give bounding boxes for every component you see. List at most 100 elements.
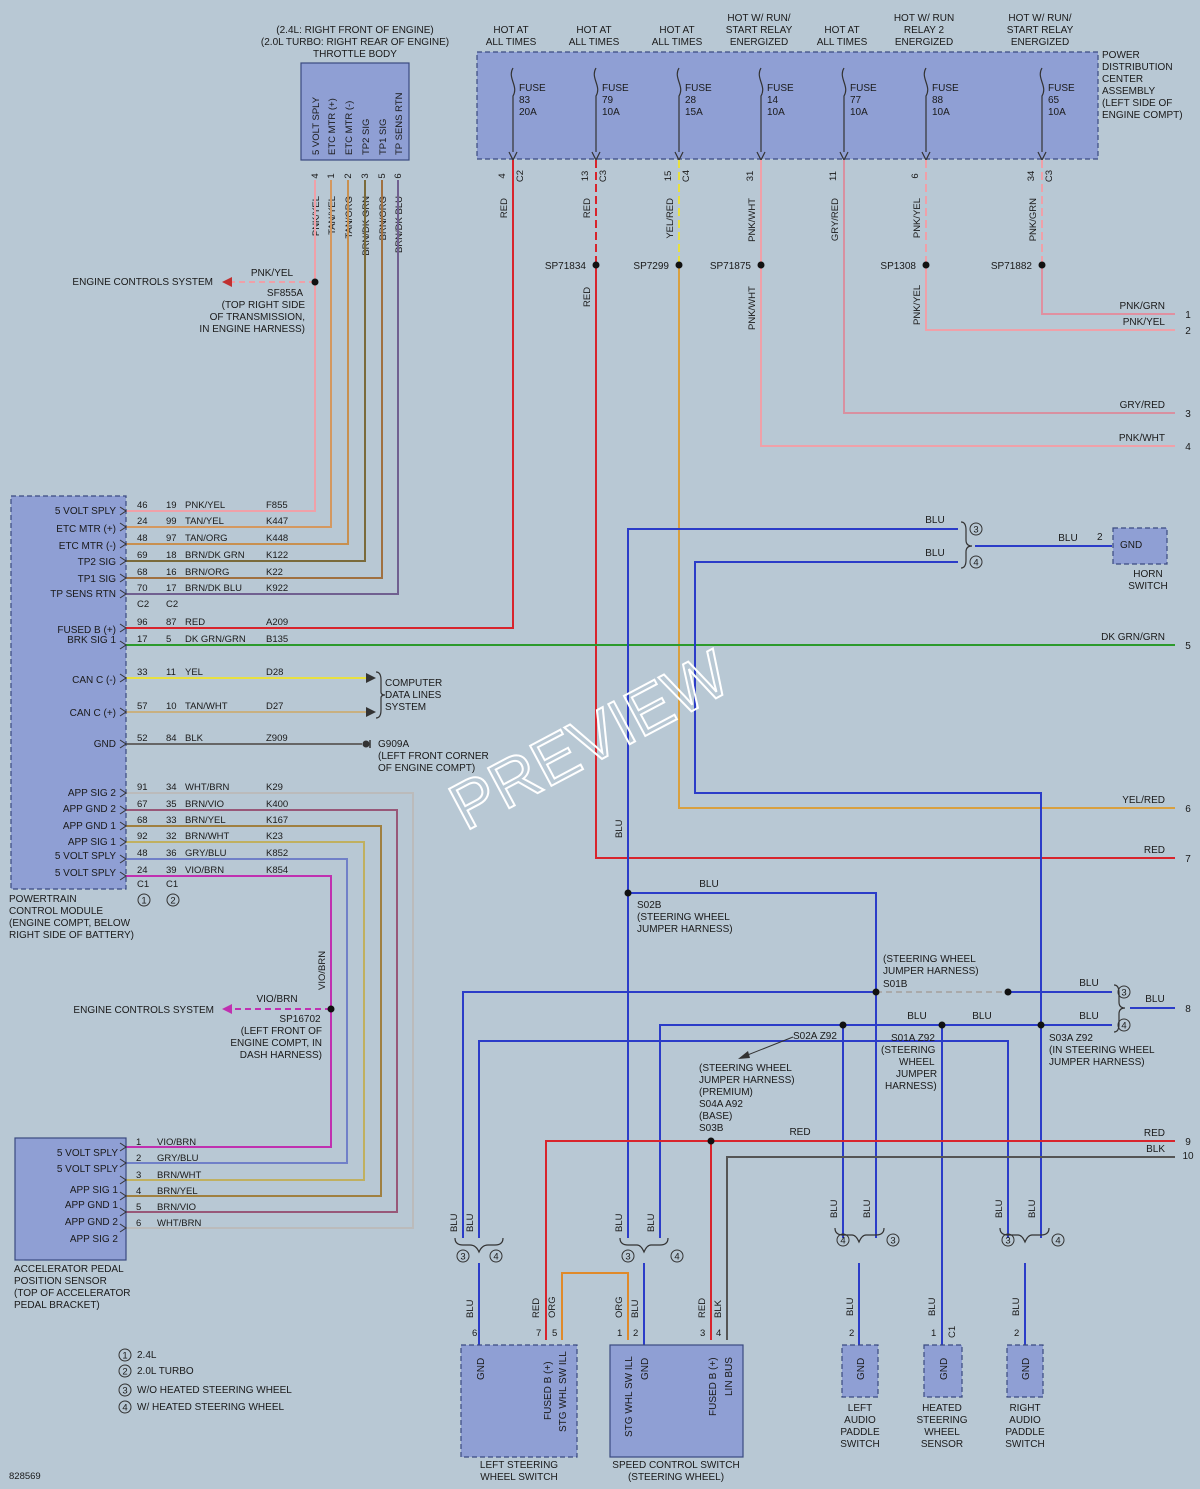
fuse-header-3: ENERGIZED <box>730 37 788 48</box>
s01a-l1: (STEERING <box>881 1045 936 1056</box>
app-pin-terminal <box>119 1191 127 1201</box>
fuse-splice: SP71875 <box>710 261 752 272</box>
splice-labels: BLU S02B (STEERING WHEEL JUMPER HARNESS)… <box>637 879 1165 1138</box>
wire-blu-s01a <box>659 1024 1112 1238</box>
s03b-l6: S03B <box>699 1123 724 1134</box>
branch-circle <box>489 1249 503 1263</box>
pcm-conn-c1b: C1 <box>166 879 178 890</box>
output-wire-label: GRY/RED <box>1120 400 1165 411</box>
pcm-pin-terminal <box>119 837 127 847</box>
wire-tan-org <box>120 180 349 545</box>
pcm-pin-label: 5 VOLT SPLY <box>55 868 116 879</box>
s01b-l1: (STEERING WHEEL <box>883 954 976 965</box>
power-distribution-center: POWER DISTRIBUTION CENTER ASSEMBLY (LEFT… <box>476 13 1183 272</box>
output-wire-label: RED <box>1144 845 1165 856</box>
app-wire: GRY/BLU <box>157 1153 199 1164</box>
horn-pin: 2 <box>1097 532 1103 543</box>
branch-circle-num: 3 <box>625 1252 630 1263</box>
fuse-header-3: ENERGIZED <box>1011 37 1069 48</box>
pcm-wire: BRN/VIO <box>185 799 224 810</box>
right-audio-paddle-switch: GND RIGHT AUDIO PADDLE SWITCH 2 BLU <box>1005 1297 1045 1450</box>
s03a-wire1: BLU <box>1079 978 1098 989</box>
pcm-pin-a: 70 <box>137 583 148 594</box>
pcm-pin-b: 5 <box>166 634 171 645</box>
pcm-wire: WHT/BRN <box>185 782 229 793</box>
fuse-symbol <box>923 67 929 152</box>
fuse-label: FUSE <box>685 83 712 94</box>
branch-wire-label: BLU <box>614 1213 625 1232</box>
throttle-pin-number: 3 <box>360 173 371 178</box>
s03b-wire: RED <box>789 1127 810 1138</box>
pcm-wire: TAN/YEL <box>185 516 224 527</box>
fuse-wire: PNK/GRN <box>1028 198 1039 241</box>
legend-number: 4 <box>122 1403 127 1414</box>
fuse-conn: C3 <box>598 170 609 182</box>
throttle-pin-label: TP2 SIG <box>361 119 372 155</box>
pcm-pin-label: TP2 SIG <box>78 557 117 568</box>
branch-circle <box>670 1249 684 1263</box>
lsw-wire-red: RED <box>531 1298 542 1318</box>
pcm-pin-label: 5 VOLT SPLY <box>55 851 116 862</box>
branch-circle-num: 4 <box>674 1252 679 1263</box>
branch-circle-num: 4 <box>1055 1236 1060 1247</box>
pcm-circuit: K22 <box>266 567 283 578</box>
app-wire: WHT/BRN <box>157 1218 201 1229</box>
pcm-pin-a: 92 <box>137 831 148 842</box>
scs-gnd: GND <box>640 1358 651 1380</box>
left-steering-wheel-switch: GND FUSED B (+) STG WHL SW ILL LEFT STEE… <box>460 1296 578 1483</box>
pcm-pin-label: BRK SIG 1 <box>67 635 116 646</box>
pcm-conn-c2a: C2 <box>137 599 149 610</box>
pcm-circuit: D28 <box>266 667 283 678</box>
pcm-pin-label: ETC MTR (-) <box>59 541 116 552</box>
scs-lin: LIN BUS <box>724 1357 735 1396</box>
throttle-pin-label: TP SENS RTN <box>394 92 405 155</box>
fuse-header-2: RELAY 2 <box>904 25 945 36</box>
lbl-red-low: RED <box>582 287 593 307</box>
fuse-splice: SP71834 <box>545 261 587 272</box>
throttle-pin-label: ETC MTR (-) <box>344 101 355 155</box>
wire-brn-dk-grn <box>120 180 366 562</box>
doc-number: 828569 <box>9 1471 41 1482</box>
pcm-circle-1: 1 <box>141 896 146 907</box>
fuse-pin: 15 <box>663 171 674 182</box>
wire-pnk-yel <box>120 180 316 512</box>
pcm-pin-label: CAN C (+) <box>70 708 116 719</box>
fuse-label: FUSE <box>1048 83 1075 94</box>
s02b-l1: (STEERING WHEEL <box>637 912 730 923</box>
leader-arrow <box>738 1051 750 1059</box>
fuse-label: FUSE <box>932 83 959 94</box>
pcm-wire: YEL <box>185 667 203 678</box>
pcm-pin-b: 87 <box>166 617 177 628</box>
app-sensor-box <box>14 1137 127 1261</box>
pcm-pin-b: 35 <box>166 799 177 810</box>
hsw-l1: HEATED <box>922 1403 962 1414</box>
fuse-header-1: HOT AT <box>659 25 694 36</box>
splice-s01a-dot <box>938 1021 946 1029</box>
fuse-wire: YEL/RED <box>665 198 676 239</box>
s01a-name: S01A Z92 <box>891 1033 935 1044</box>
pcm-pin-terminal <box>119 506 127 516</box>
vertical-wire-labels: RED PNK/WHT PNK/YEL BLU <box>582 285 923 838</box>
pcm-pin-terminal <box>119 556 127 566</box>
branch-circle <box>621 1249 635 1263</box>
legend-circle <box>118 1400 132 1414</box>
pcm-label-2: CONTROL MODULE <box>9 906 103 917</box>
pcm-wire: BLK <box>185 733 204 744</box>
brace-cdl <box>375 671 386 719</box>
pcm-pin-terminal <box>119 707 127 717</box>
ecs-top-label: ENGINE CONTROLS SYSTEM <box>72 277 213 288</box>
pcm-pin-a: 96 <box>137 617 148 628</box>
scs-pin-4: 4 <box>716 1328 721 1339</box>
fuse-wire: RED <box>582 198 593 218</box>
fuse-header-1: HOT AT <box>824 25 859 36</box>
pcm-pin-a: 24 <box>137 516 148 527</box>
output-number: 8 <box>1185 1004 1191 1015</box>
s03b-l5: (BASE) <box>699 1111 732 1122</box>
pcm-pin-label: CAN C (-) <box>72 675 116 686</box>
scs-wire-blk: BLK <box>713 1299 724 1318</box>
branch-wire-label: BLU <box>862 1199 873 1218</box>
app-pin-label: APP SIG 2 <box>70 1234 119 1245</box>
fuse-pin: 13 <box>580 171 591 182</box>
